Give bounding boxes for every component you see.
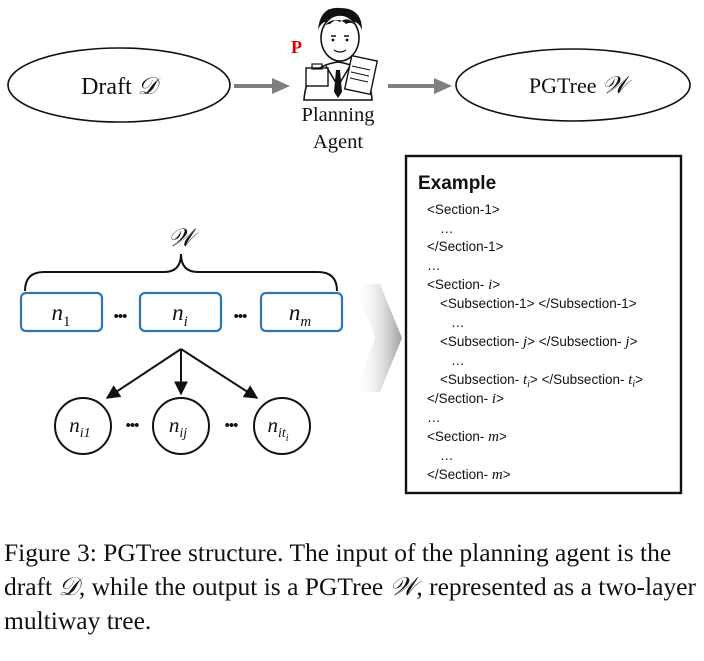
example-line: … <box>440 221 454 236</box>
example-line: … <box>440 448 454 463</box>
layer1-node: ni <box>138 291 223 333</box>
layer1-node: nm <box>259 291 344 333</box>
layer2-node: nij <box>152 397 210 455</box>
layer2-ellipsis-left: ••• <box>126 417 140 434</box>
agent-badge: P <box>291 37 302 57</box>
example-line: … <box>451 315 465 330</box>
example-lines: <Section-1> … </Section-1> … <Section- i> <Su… <box>427 202 643 483</box>
draft-to-agent-arrowhead <box>272 78 290 94</box>
brace-symbol: 𝒲 <box>168 225 200 252</box>
layer2-ellipsis-right: ••• <box>225 417 239 434</box>
layer2-node: ni1 <box>54 397 112 455</box>
example-line: </Section- m> <box>427 467 511 483</box>
svg-text:ni1: ni1 <box>69 413 90 441</box>
tree-edge <box>105 348 182 399</box>
example-line: … <box>451 353 465 368</box>
example-line: … <box>427 258 441 273</box>
example-line: </Section-1> <box>427 239 504 254</box>
layer1-node: n1 <box>19 291 104 333</box>
layer1-ellipsis-left: ••• <box>114 308 128 325</box>
example-box <box>404 154 683 495</box>
pgtree-diagram: Draft 𝒟 P Planning Agent PGTree 𝒲 <box>7 7 691 495</box>
svg-text:n1: n1 <box>52 300 71 330</box>
example-title: Example <box>418 173 496 194</box>
transition-arrow <box>355 284 402 392</box>
example-line: <Subsection-1> </Subsection-1> <box>440 296 637 311</box>
example-line: <Section-1> <box>427 202 500 217</box>
pgtree-label: PGTree 𝒲 <box>529 73 633 99</box>
example-line: <Subsection- ti> </Subsection- ti> <box>440 372 643 390</box>
layer1-ellipsis-right: ••• <box>234 308 248 325</box>
example-line: <Section- i> <box>427 277 500 293</box>
example-line: … <box>427 410 441 425</box>
tree-edge <box>180 348 259 399</box>
svg-text:nij: nij <box>169 413 187 441</box>
layer2-node: niti <box>253 397 311 455</box>
svg-text:nm: nm <box>289 300 312 330</box>
planning-agent-icon <box>303 7 379 101</box>
figure-caption: Figure 3: PGTree structure. The input of… <box>4 538 696 635</box>
svg-text:niti: niti <box>267 413 288 444</box>
pgtree-ellipse <box>455 48 691 122</box>
curly-brace <box>24 253 338 292</box>
example-line: <Subsection- j> </Subsection- j> <box>440 334 638 350</box>
example-line: <Section- m> <box>427 429 507 445</box>
draft-label: Draft 𝒟 <box>81 74 162 100</box>
agent-label-line2: Agent <box>313 131 363 153</box>
agent-to-pgtree-arrowhead <box>434 78 452 94</box>
agent-label-line1: Planning <box>302 104 375 126</box>
example-line: </Section- i> <box>427 391 504 407</box>
svg-text:ni: ni <box>172 300 188 330</box>
draft-ellipse <box>7 47 231 123</box>
